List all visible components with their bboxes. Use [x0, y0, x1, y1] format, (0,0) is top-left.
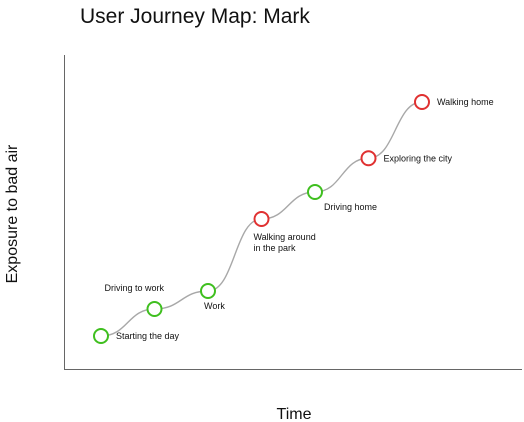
journey-point-3 [200, 283, 216, 299]
journey-point-5 [307, 184, 323, 200]
journey-label-3: Work [204, 301, 225, 311]
journey-label-5: Driving home [324, 202, 377, 212]
chart-title: User Journey Map: Mark [80, 5, 310, 28]
journey-point-1 [93, 328, 109, 344]
journey-label-7: Walking home [437, 97, 494, 107]
journey-label-1: Starting the day [116, 331, 180, 341]
journey-label-6: Exploring the city [384, 153, 453, 163]
journey-point-4 [253, 211, 270, 227]
journey-point-6 [360, 150, 377, 167]
journey-point-2 [146, 301, 163, 317]
journey-label-2: Driving to work [105, 283, 165, 293]
journey-point-7 [414, 94, 430, 110]
x-axis-label: Time [277, 406, 312, 422]
y-axis-label: Exposure to bad air [4, 144, 21, 283]
